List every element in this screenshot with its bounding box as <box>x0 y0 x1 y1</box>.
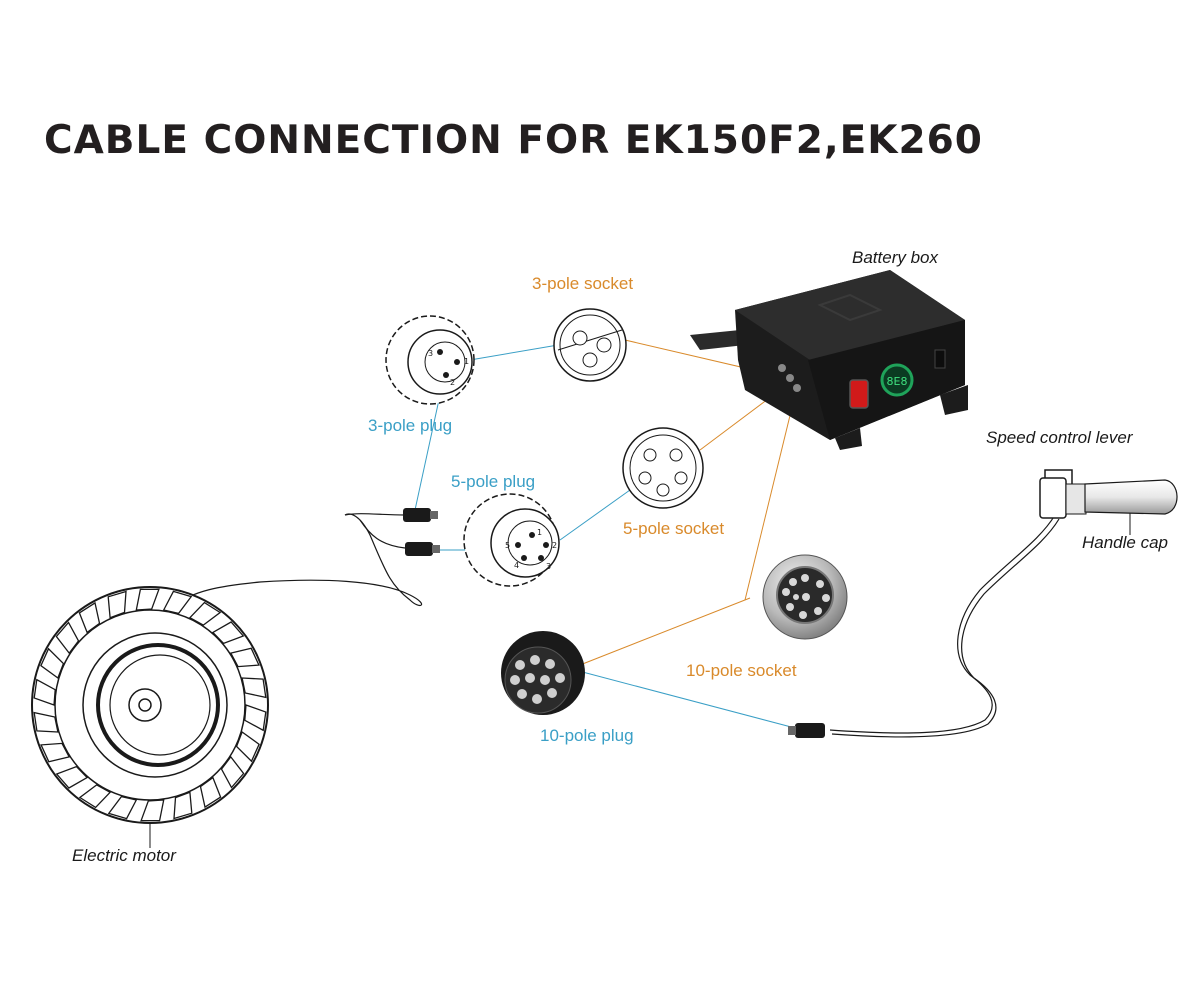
tire-tread-block <box>78 784 112 809</box>
three-pole-pin-2: 2 <box>450 378 455 387</box>
cable-connector-5pole <box>405 542 440 556</box>
tire-tread-block <box>188 601 222 626</box>
line-10pole-plug-to-socket <box>579 597 751 666</box>
handle-cap <box>1084 479 1178 515</box>
five-pole-socket <box>622 427 704 509</box>
tire-tread-block <box>173 791 193 820</box>
tire-tread-block <box>107 590 127 619</box>
line-3pole-plug-to-socket <box>469 344 559 361</box>
voltage-display-reading: 8E8 <box>887 375 908 388</box>
ten-pole-socket <box>762 554 848 640</box>
three-pole-socket-label: 3-pole socket <box>532 274 634 293</box>
line-10pole-plug-to-cable <box>574 669 796 729</box>
five-pole-pin-5: 5 <box>505 541 510 550</box>
five-pole-pin-2: 2 <box>552 541 557 550</box>
line-5pole-plug-to-socket <box>559 489 631 541</box>
five-pole-pin-4: 4 <box>514 561 519 570</box>
three-pole-plug-label: 3-pole plug <box>368 416 453 435</box>
cable-connector-3pole <box>403 508 438 522</box>
three-pole-pin-3: 3 <box>428 349 433 358</box>
power-switch <box>849 379 869 409</box>
blue-connection-lines <box>414 344 796 729</box>
five-pole-pin-1: 1 <box>537 528 542 537</box>
ten-pole-plug <box>501 631 585 715</box>
tire-tread-block <box>55 621 80 655</box>
ten-pole-socket-label: 10-pole socket <box>686 661 797 680</box>
voltage-display <box>880 363 914 397</box>
page-title: CABLE CONNECTION FOR EK150F2,EK260 <box>44 118 983 163</box>
throttle-cable <box>829 514 1060 738</box>
battery-box: 8E8 <box>690 270 968 450</box>
electric-motor-wheel <box>31 586 269 824</box>
electric-motor-label: Electric motor <box>72 846 176 865</box>
speed-control-lever <box>1039 469 1087 519</box>
handle-cap-label: Handle cap <box>1082 533 1169 552</box>
five-pole-pin-3: 3 <box>546 562 551 571</box>
line-3pole-plug-to-cable <box>414 394 441 511</box>
speed-control-lever-label: Speed control lever <box>986 428 1133 447</box>
three-pole-socket <box>553 308 627 382</box>
throttle-connector <box>788 723 825 738</box>
ten-pole-plug-label: 10-pole plug <box>540 726 634 745</box>
three-pole-plug: 3 1 2 <box>385 315 475 405</box>
line-10pole-socket-to-box <box>744 394 796 601</box>
battery-box-label: Battery box <box>852 248 938 267</box>
tire-tread-block <box>220 755 245 789</box>
five-pole-plug-label: 5-pole plug <box>451 472 536 491</box>
five-pole-socket-label: 5-pole socket <box>623 519 725 538</box>
five-pole-plug: 1 5 2 4 3 <box>463 493 560 587</box>
three-pole-pin-1: 1 <box>464 357 469 366</box>
